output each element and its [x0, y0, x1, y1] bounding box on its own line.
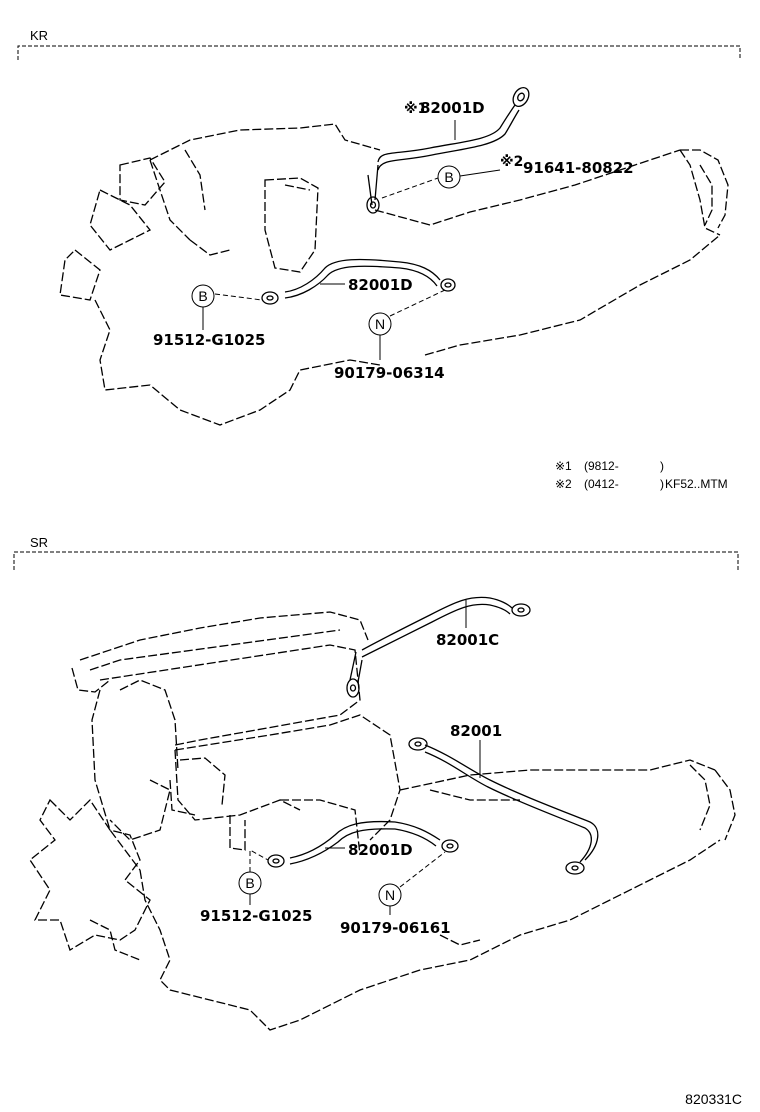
section-bracket-kr [17, 45, 741, 60]
part-label-90179-06161: 90179-06161 [340, 919, 451, 937]
callout-bolt-letter-sr: B [245, 875, 254, 891]
callout-nut-letter-sr: N [385, 887, 395, 903]
figure-id: 820331C [685, 1091, 742, 1107]
engine-outline-kr [59, 123, 729, 426]
part-label-82001C: 82001C [436, 631, 499, 649]
ground-cable-main-sr [408, 737, 599, 875]
section-title-sr: SR [30, 535, 48, 550]
part-label-91641-80822: 91641-80822 [523, 159, 634, 177]
part-label-82001D-lower-kr: 82001D [348, 276, 413, 294]
mark-2-upper-bolt: ※2 [500, 154, 523, 170]
note-1-close: ) [660, 459, 664, 473]
note-2-text: (0412- [584, 477, 619, 491]
note-1-mark: ※1 [555, 459, 572, 473]
ground-cable-lower-sr [267, 820, 459, 868]
part-label-91512-G1025-sr: 91512-G1025 [200, 907, 312, 925]
part-label-91512-G1025-kr: 91512-G1025 [153, 331, 265, 349]
section-bracket-sr [13, 551, 739, 570]
section-kr: KR [17, 28, 741, 491]
section-sr: SR [13, 535, 739, 1031]
note-2-model: KF52..MTM [665, 477, 728, 491]
ground-cable-top-sr [346, 596, 531, 698]
callout-bolt-upper-letter: B [444, 169, 453, 185]
engine-outline-sr [29, 611, 736, 1031]
callout-bolt-upper-kr [437, 165, 461, 189]
leader-nut-dashed-sr [399, 851, 446, 888]
callout-bolt-lower-letter: B [198, 288, 207, 304]
leader-nut-dashed-kr [389, 289, 446, 317]
part-label-90179-06314: 90179-06314 [334, 364, 445, 382]
part-label-82001D-sr: 82001D [348, 841, 413, 859]
leader-bolt-dashed-sr [249, 849, 269, 872]
section-title-kr: KR [30, 28, 48, 43]
note-1-text: (9812- [584, 459, 619, 473]
leader-bolt-upper-kr [381, 177, 439, 199]
ground-cable-upper-kr [366, 87, 530, 214]
ground-cable-lower-kr [261, 258, 456, 305]
part-label-82001D-upper: 82001D [420, 99, 485, 117]
leader-bolt-lower-dashed-kr [214, 293, 263, 301]
mark-1-upper-cable: ※1 [404, 101, 427, 117]
note-2-close: ) [660, 477, 664, 491]
part-label-82001: 82001 [450, 722, 502, 740]
leader-bolt-upper-line-kr [459, 169, 501, 177]
note-2-mark: ※2 [555, 477, 572, 491]
callout-nut-letter-kr: N [375, 316, 385, 332]
notes-kr: ※1 (9812- ) ※2 (0412- ) KF52..MTM [555, 459, 728, 491]
